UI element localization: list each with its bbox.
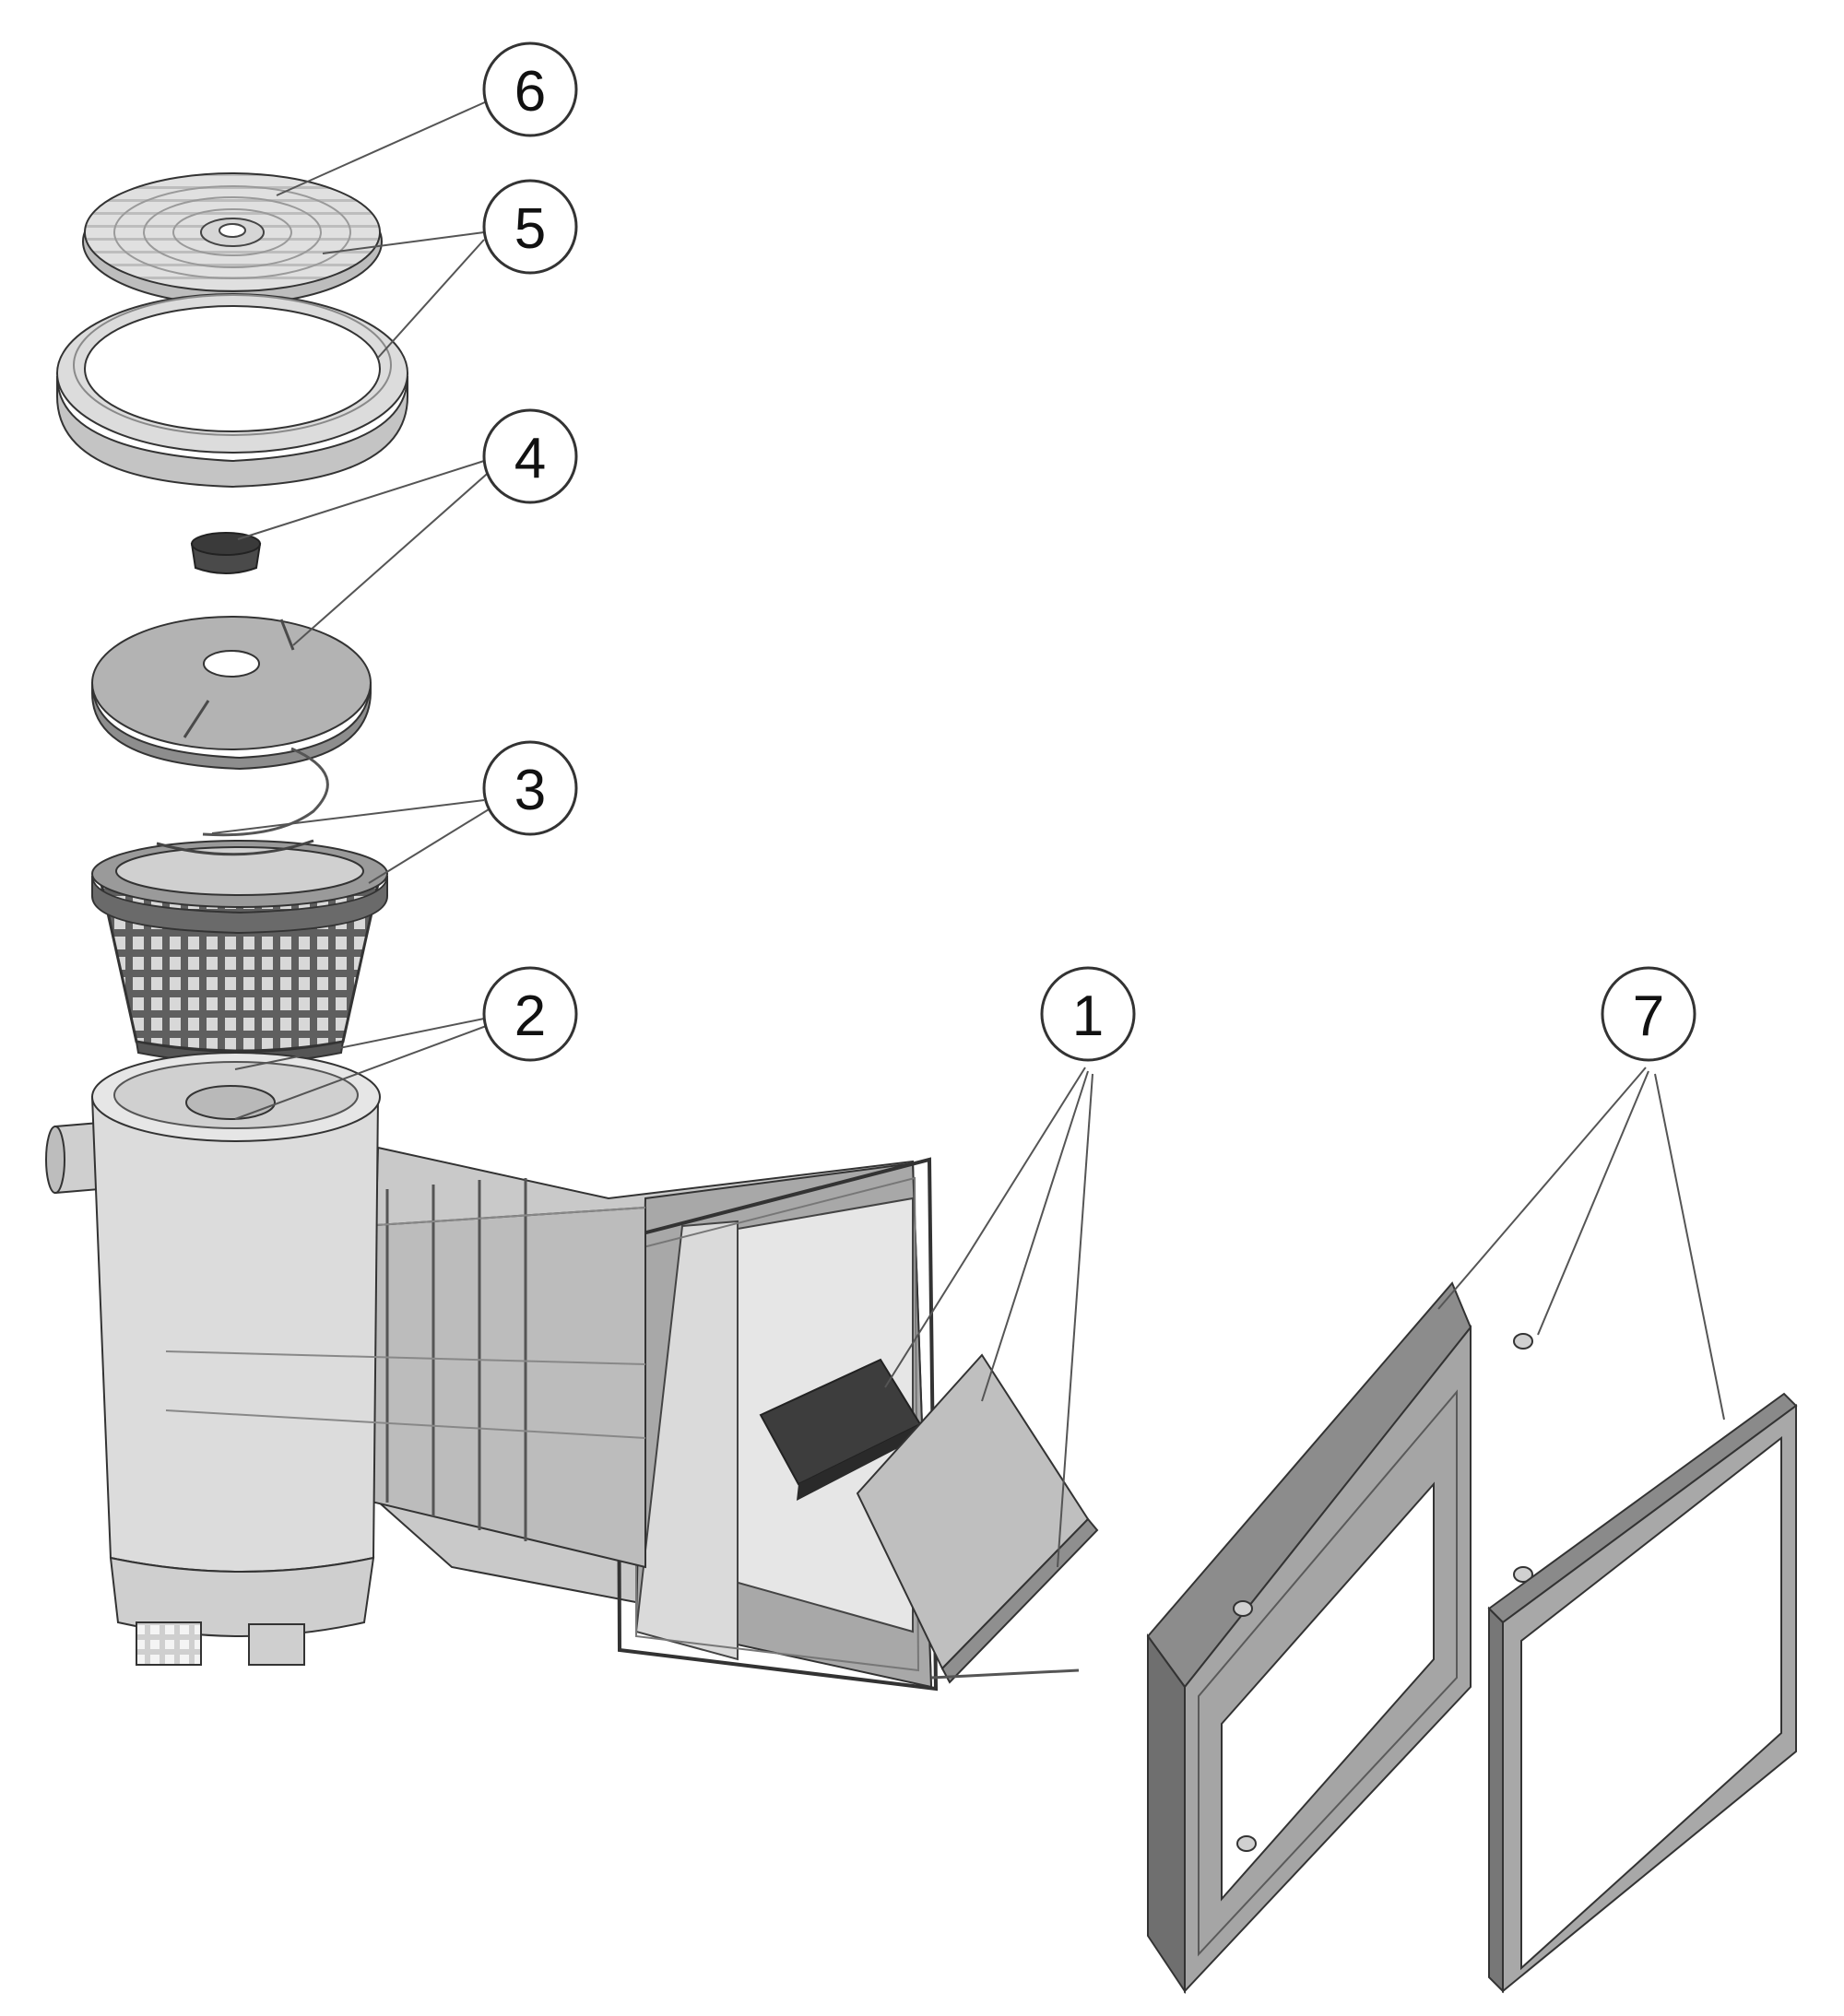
callout-6-label: 6: [514, 60, 546, 124]
callout-7: 7: [1601, 966, 1696, 1062]
part-7-faceplate: [1146, 1281, 1472, 1995]
callout-7-label: 7: [1633, 984, 1664, 1048]
callout-5: 5: [482, 179, 578, 275]
part-4-plate: [91, 616, 372, 837]
part-6-lid: [82, 172, 383, 305]
skimmer-body: [45, 1052, 939, 1692]
leader-lines: [211, 100, 1725, 1568]
callout-2: 2: [482, 966, 578, 1062]
callout-6: 6: [482, 41, 578, 137]
callout-2-label: 2: [514, 984, 546, 1048]
part-5-collar-ring: [56, 293, 408, 489]
callout-3: 3: [482, 740, 578, 836]
part-7-trim-frame: [1487, 1392, 1798, 1994]
callout-4: 4: [482, 408, 578, 504]
callout-5-label: 5: [514, 197, 546, 261]
callout-4-label: 4: [514, 427, 546, 490]
part-3-basket: [91, 839, 388, 1064]
callout-1: 1: [1040, 966, 1136, 1062]
callout-1-label: 1: [1072, 984, 1104, 1048]
part-7-screws: [1233, 1333, 1533, 1852]
callout-3-label: 3: [514, 759, 546, 822]
part-4-float-plug: [190, 532, 262, 574]
